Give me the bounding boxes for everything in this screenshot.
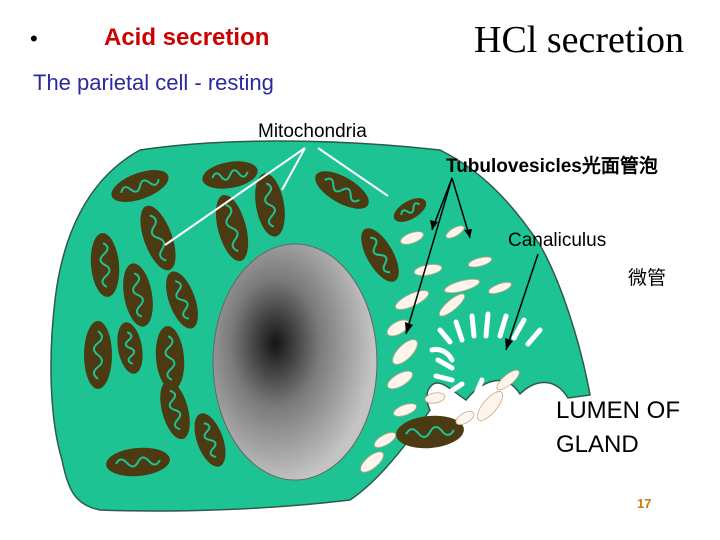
mitochondrion (160, 380, 190, 440)
mitochondrion (255, 173, 285, 237)
mitochondrion (90, 233, 120, 297)
mitochondrion (117, 322, 143, 374)
mitochondrion (361, 228, 399, 282)
mitochondria-group (84, 161, 464, 477)
mitochondria-label: Mitochondria (258, 121, 367, 142)
mitochondrion (155, 326, 185, 390)
mitochondrion (315, 171, 369, 209)
lumen-label-line1: LUMEN OF (556, 397, 680, 424)
tubulovesicles-group (360, 225, 520, 473)
tubulovesicles-label: Tubulovesicles光面管泡 (446, 154, 658, 177)
mitochondrion (396, 415, 464, 449)
slide-title: HCl secretion (474, 19, 685, 61)
canaliculus-villi (429, 311, 543, 397)
slide-caption: The parietal cell - resting (33, 70, 274, 95)
canaliculus-label: Canaliculus (508, 230, 606, 251)
mitochondria-pointers (164, 147, 389, 246)
bullet: • (30, 26, 38, 51)
mitochondrion (123, 263, 153, 327)
mitochondrion (140, 205, 176, 271)
canaliculus-chinese-label: 微管 (628, 267, 666, 289)
label-arrows (405, 177, 539, 351)
mitochondrion (106, 447, 170, 477)
mitochondrion (194, 413, 226, 467)
mitochondrion (111, 170, 169, 202)
page-number: 17 (637, 496, 652, 511)
slide-subtitle: Acid secretion (104, 24, 270, 51)
nucleus (212, 243, 378, 481)
mitochondrion (393, 198, 427, 222)
mitochondrion (215, 194, 249, 262)
mitochondrion (84, 321, 112, 389)
mitochondrion (202, 161, 258, 189)
lumen-label-line2: GLAND (556, 431, 639, 458)
mitochondrion (166, 271, 198, 329)
